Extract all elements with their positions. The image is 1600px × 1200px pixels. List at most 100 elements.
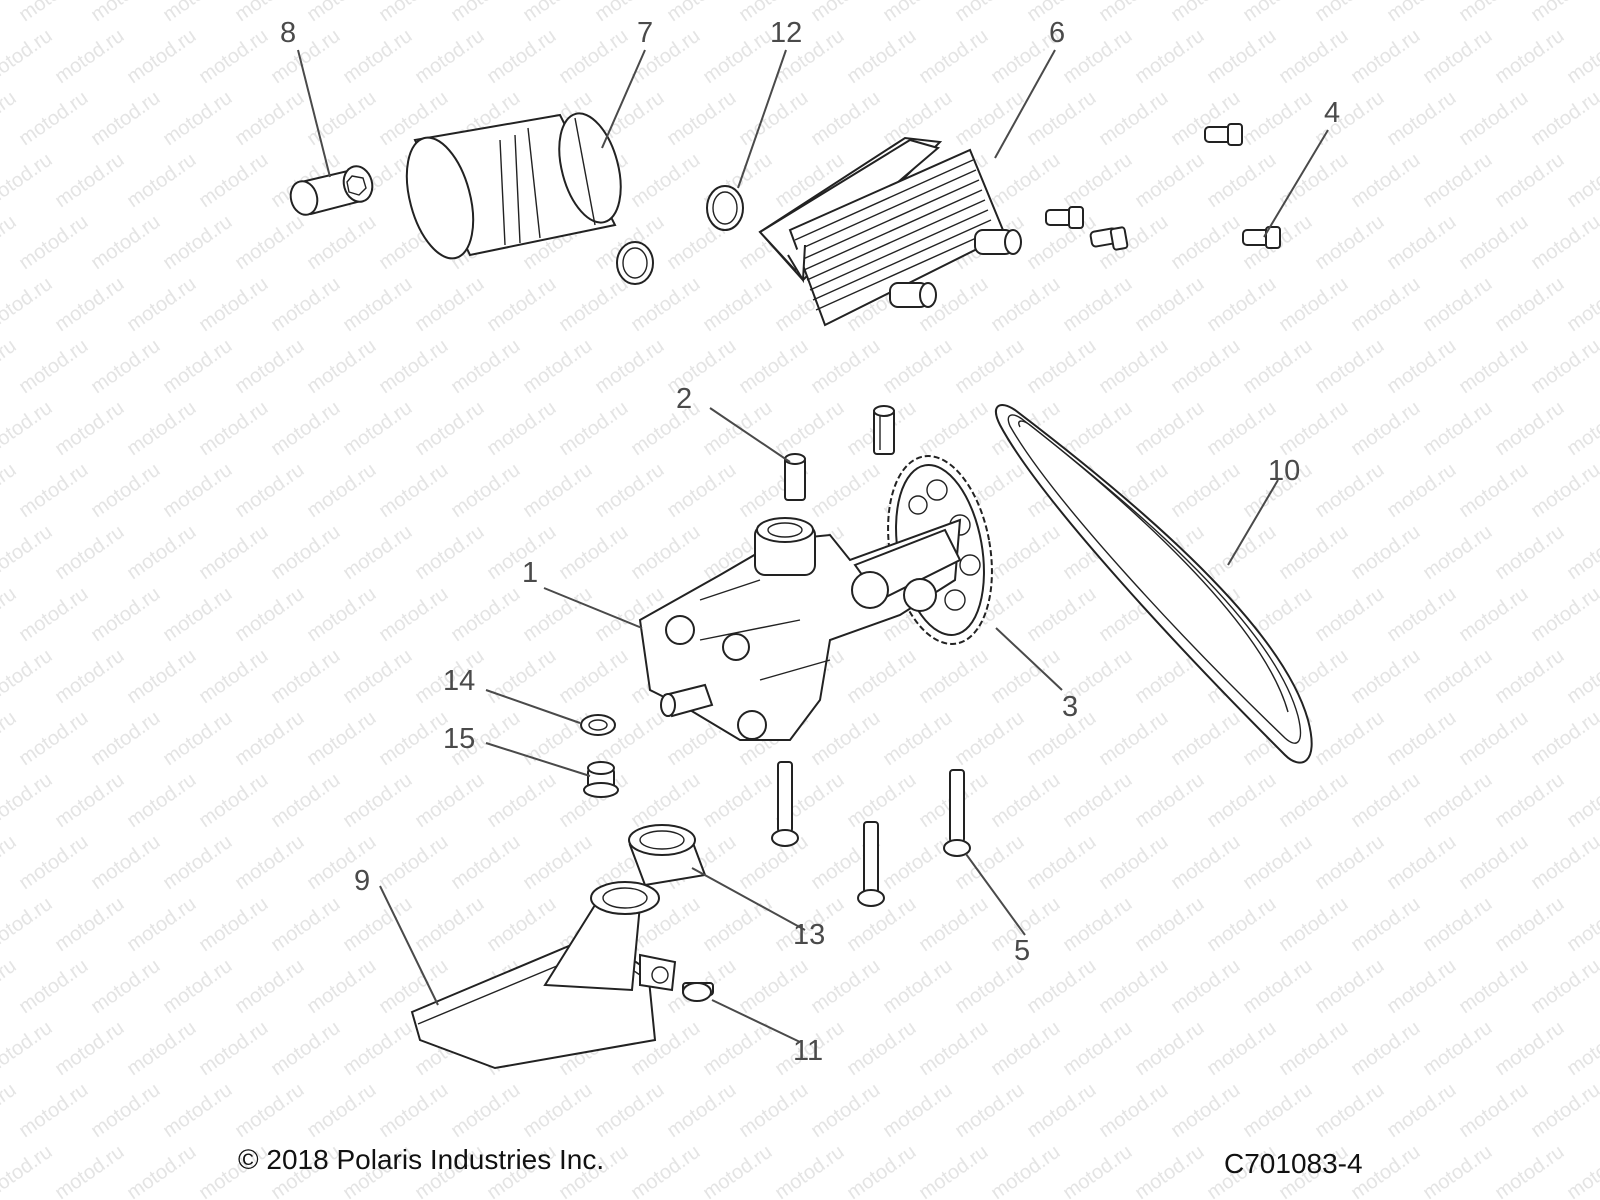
watermark-text: motod.ru	[555, 25, 632, 88]
watermark-text: motod.ru	[375, 583, 452, 646]
watermark-text: motod.ru	[159, 831, 236, 894]
watermark-text: motod.ru	[807, 335, 884, 398]
watermark-text: motod.ru	[1167, 0, 1244, 26]
watermark-text: motod.ru	[843, 645, 920, 708]
watermark-text: motod.ru	[51, 273, 128, 336]
part-4-bolt-set	[1045, 123, 1281, 251]
watermark-text: motod.ru	[0, 1141, 56, 1200]
callout-15: 15	[443, 723, 475, 755]
watermark-text: motod.ru	[195, 149, 272, 212]
watermark-text: motod.ru	[1419, 645, 1496, 708]
watermark-text: motod.ru	[195, 1017, 272, 1080]
part-12-o-ring	[706, 185, 744, 231]
watermark-text: motod.ru	[87, 1079, 164, 1142]
watermark-text: motod.ru	[591, 335, 668, 398]
watermark-text: motod.ru	[1059, 273, 1136, 336]
watermark-text: motod.ru	[123, 645, 200, 708]
watermark-text: motod.ru	[1491, 149, 1568, 212]
watermark-text: motod.ru	[51, 893, 128, 956]
watermark-text: motod.ru	[15, 459, 92, 522]
watermark-text: motod.ru	[1203, 1017, 1280, 1080]
watermark-text: motod.ru	[195, 521, 272, 584]
watermark-text: motod.ru	[987, 521, 1064, 584]
watermark-text: motod.ru	[1311, 955, 1388, 1018]
watermark-text: motod.ru	[483, 397, 560, 460]
watermark-text: motod.ru	[699, 893, 776, 956]
watermark-text: motod.ru	[1383, 583, 1460, 646]
watermark-text: motod.ru	[159, 87, 236, 150]
watermark-text: motod.ru	[1563, 149, 1600, 212]
watermark-text: motod.ru	[411, 273, 488, 336]
part-7-oil-filter	[405, 112, 622, 260]
watermark-text: motod.ru	[519, 831, 596, 894]
watermark-text: motod.ru	[699, 1141, 776, 1200]
watermark-text: motod.ru	[1563, 397, 1600, 460]
watermark-text: motod.ru	[915, 893, 992, 956]
watermark-text: motod.ru	[1095, 87, 1172, 150]
watermark-text: motod.ru	[519, 707, 596, 770]
watermark-text: motod.ru	[15, 955, 92, 1018]
watermark-text: motod.ru	[15, 707, 92, 770]
leader-lines	[297, 49, 1329, 1043]
watermark-text: motod.ru	[1491, 645, 1568, 708]
watermark-text: motod.ru	[1059, 1017, 1136, 1080]
watermark-text: motod.ru	[51, 149, 128, 212]
watermark-text: motod.ru	[1275, 1017, 1352, 1080]
watermark-text: motod.ru	[1563, 1141, 1600, 1200]
watermark-text: motod.ru	[195, 397, 272, 460]
watermark-text: motod.ru	[1455, 87, 1532, 150]
watermark-text: motod.ru	[0, 769, 56, 832]
watermark-text: motod.ru	[1383, 335, 1460, 398]
part-5-mounting-bolts	[771, 761, 971, 907]
watermark-text: motod.ru	[87, 583, 164, 646]
watermark-text: motod.ru	[267, 397, 344, 460]
watermark-text: motod.ru	[15, 583, 92, 646]
watermark-text: motod.ru	[1203, 893, 1280, 956]
watermark-text: motod.ru	[1023, 1079, 1100, 1142]
watermark-text: motod.ru	[1455, 707, 1532, 770]
watermark-text: motod.ru	[1383, 211, 1460, 274]
callout-6: 6	[1049, 17, 1065, 49]
watermark-text: motod.ru	[1059, 893, 1136, 956]
watermark-text: motod.ru	[1491, 1141, 1568, 1200]
watermark-text: motod.ru	[1131, 1141, 1208, 1200]
watermark-text: motod.ru	[1131, 397, 1208, 460]
watermark-text: motod.ru	[663, 0, 740, 26]
watermark-text: motod.ru	[1239, 87, 1316, 150]
watermark-text: motod.ru	[1167, 955, 1244, 1018]
watermark-text: motod.ru	[1527, 955, 1600, 1018]
watermark-text: motod.ru	[483, 893, 560, 956]
watermark-text: motod.ru	[1095, 955, 1172, 1018]
watermark-text: motod.ru	[555, 273, 632, 336]
watermark-text: motod.ru	[159, 459, 236, 522]
watermark-text: motod.ru	[0, 1079, 20, 1142]
watermark-text: motod.ru	[123, 1017, 200, 1080]
watermark-text: motod.ru	[1491, 25, 1568, 88]
watermark-text: motod.ru	[1167, 707, 1244, 770]
watermark-text: motod.ru	[123, 25, 200, 88]
watermark-text: motod.ru	[1167, 335, 1244, 398]
watermark-text: motod.ru	[1527, 459, 1600, 522]
watermark-text: motod.ru	[339, 25, 416, 88]
watermark-text: motod.ru	[519, 459, 596, 522]
watermark-text: motod.ru	[1167, 459, 1244, 522]
watermark-text: motod.ru	[1455, 211, 1532, 274]
watermark-text: motod.ru	[1527, 831, 1600, 894]
watermark-text: motod.ru	[1527, 335, 1600, 398]
watermark-text: motod.ru	[231, 707, 308, 770]
watermark-text: motod.ru	[375, 0, 452, 26]
watermark-text: motod.ru	[1059, 149, 1136, 212]
watermark-text: motod.ru	[1203, 769, 1280, 832]
watermark-text: motod.ru	[51, 1141, 128, 1200]
watermark-text: motod.ru	[1347, 645, 1424, 708]
callout-7: 7	[637, 17, 653, 49]
watermark-text: motod.ru	[375, 459, 452, 522]
watermark-text: motod.ru	[0, 521, 56, 584]
watermark-text: motod.ru	[1347, 149, 1424, 212]
watermark-text: motod.ru	[1563, 893, 1600, 956]
watermark-text: motod.ru	[159, 583, 236, 646]
watermark-text: motod.ru	[1131, 769, 1208, 832]
watermark-text: motod.ru	[51, 397, 128, 460]
watermark-text: motod.ru	[15, 87, 92, 150]
watermark-text: motod.ru	[1527, 0, 1600, 26]
